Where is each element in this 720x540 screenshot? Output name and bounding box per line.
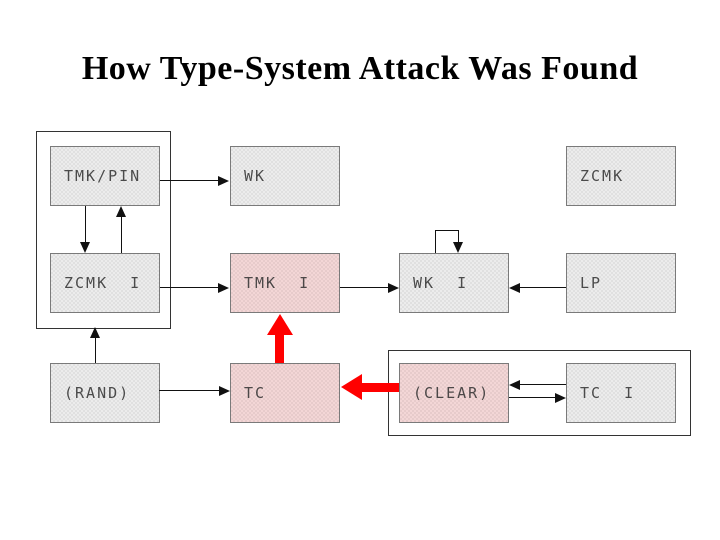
box-lp-label: LP: [580, 274, 603, 292]
box-zcmk: ZCMK: [566, 146, 676, 206]
red-arrow-clear-to-tc-head: [341, 374, 362, 400]
page-title: How Type-System Attack Was Found: [81, 50, 639, 87]
arrow-tmkpin-to-wk-head: [218, 176, 229, 186]
box-rand-label: (RAND): [64, 384, 131, 402]
red-arrow-tc-to-tmki-shaft: [275, 335, 284, 363]
box-lp: LP: [566, 253, 676, 313]
box-tc: TC: [230, 363, 340, 423]
group-tmk-zcmk: [36, 131, 171, 329]
box-tmk-pin-label: TMK/PIN: [64, 167, 142, 185]
box-tmk-pin: TMK/PIN: [50, 146, 160, 206]
arrow-rand-to-tc-head: [219, 386, 230, 396]
box-zcmk-i-label: ZCMK I: [64, 274, 142, 292]
box-tc-label: TC: [244, 384, 267, 402]
arrow-zcmki-to-tmki-head: [218, 283, 229, 293]
arrow-zcmki-to-tmkpin-head: [116, 206, 126, 217]
box-clear: (CLEAR): [399, 363, 509, 423]
box-wk-i: WK I: [399, 253, 509, 313]
arrow-tmki-to-wki-shaft: [340, 287, 388, 288]
box-zcmk-label: ZCMK: [580, 167, 625, 185]
arrow-rand-to-tc-shaft: [159, 390, 219, 391]
wki-self-loop-left: [435, 230, 436, 253]
arrow-tci-to-clear-head: [509, 380, 520, 390]
arrow-clear-to-tci-head: [555, 393, 566, 403]
arrow-rand-to-group-head: [90, 327, 100, 338]
arrow-zcmki-to-tmki-shaft: [160, 287, 218, 288]
box-tmk-i: TMK I: [230, 253, 340, 313]
red-arrow-clear-to-tc-shaft: [362, 383, 399, 392]
arrow-tmkpin-to-wk-shaft: [160, 180, 218, 181]
group-clear-tci: [388, 350, 691, 436]
wki-self-loop-head: [453, 242, 463, 253]
box-wk: WK: [230, 146, 340, 206]
box-wk-i-label: WK I: [413, 274, 469, 292]
box-wk-label: WK: [244, 167, 267, 185]
box-tc-i-label: TC I: [580, 384, 636, 402]
box-tmk-i-label: TMK I: [244, 274, 311, 292]
box-rand: (RAND): [50, 363, 160, 423]
arrow-tmkpin-to-zcmki-shaft: [85, 206, 86, 242]
box-clear-label: (CLEAR): [413, 384, 491, 402]
red-arrow-tc-to-tmki-head: [267, 314, 293, 335]
arrow-rand-to-group-shaft: [95, 338, 96, 363]
arrow-tmki-to-wki-head: [388, 283, 399, 293]
arrow-lp-to-wki-head: [509, 283, 520, 293]
box-tc-i: TC I: [566, 363, 676, 423]
arrow-zcmki-to-tmkpin-shaft: [121, 217, 122, 253]
arrow-lp-to-wki-shaft: [520, 287, 566, 288]
arrow-tci-to-clear-shaft: [520, 384, 566, 385]
arrow-tmkpin-to-zcmki-head: [80, 242, 90, 253]
box-zcmk-i: ZCMK I: [50, 253, 160, 313]
wki-self-loop-top: [435, 230, 459, 231]
wki-self-loop-right: [458, 230, 459, 242]
arrow-clear-to-tci-shaft: [509, 397, 555, 398]
